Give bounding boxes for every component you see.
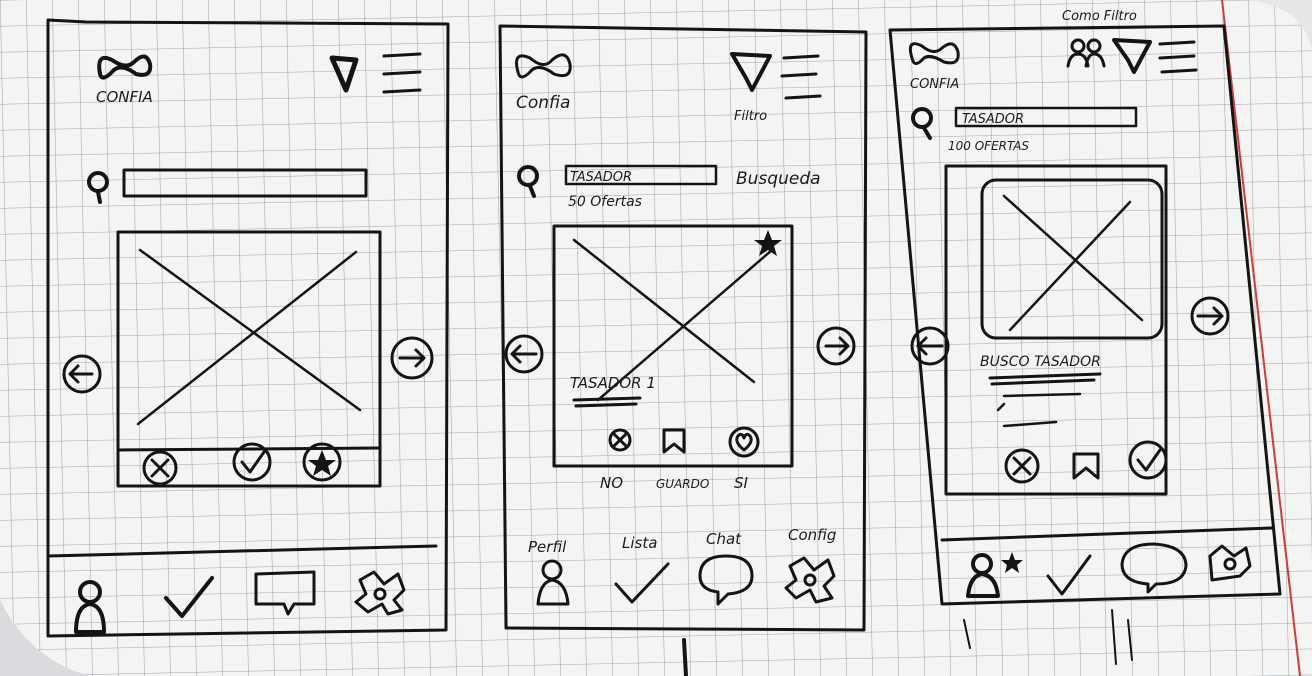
- logo-text-2: Confia: [516, 93, 570, 113]
- nav-label-lista: Lista: [622, 534, 657, 552]
- action-label-no: NO: [600, 474, 623, 492]
- action-label-guardo: GUARDO: [656, 477, 709, 491]
- card-divider-1: [118, 448, 380, 450]
- search-value-3: TASADOR: [962, 112, 1024, 127]
- top-note-3: Como Filtro: [1062, 9, 1137, 24]
- search-label-2: Busqueda: [736, 169, 821, 189]
- nav-label-config: Config: [788, 526, 836, 544]
- search-value-2: TASADOR: [570, 170, 632, 185]
- nav-label-perfil: Perfil: [528, 538, 567, 556]
- logo-text-1: CONFIA: [96, 88, 153, 106]
- results-count-3: 100 OFERTAS: [948, 139, 1029, 153]
- pen-stroke: [684, 640, 686, 676]
- nav-label-chat: Chat: [706, 530, 742, 548]
- search-icon-handle-1: [98, 192, 100, 202]
- card-title-2: TASADOR 1: [570, 374, 656, 392]
- card-title-3: BUSCO TASADOR: [980, 354, 1101, 370]
- results-count-2: 50 Ofertas: [568, 194, 642, 210]
- filter-label-2: Filtro: [734, 109, 767, 124]
- action-label-si: SI: [734, 474, 749, 492]
- logo-text-3: CONFIA: [910, 77, 959, 92]
